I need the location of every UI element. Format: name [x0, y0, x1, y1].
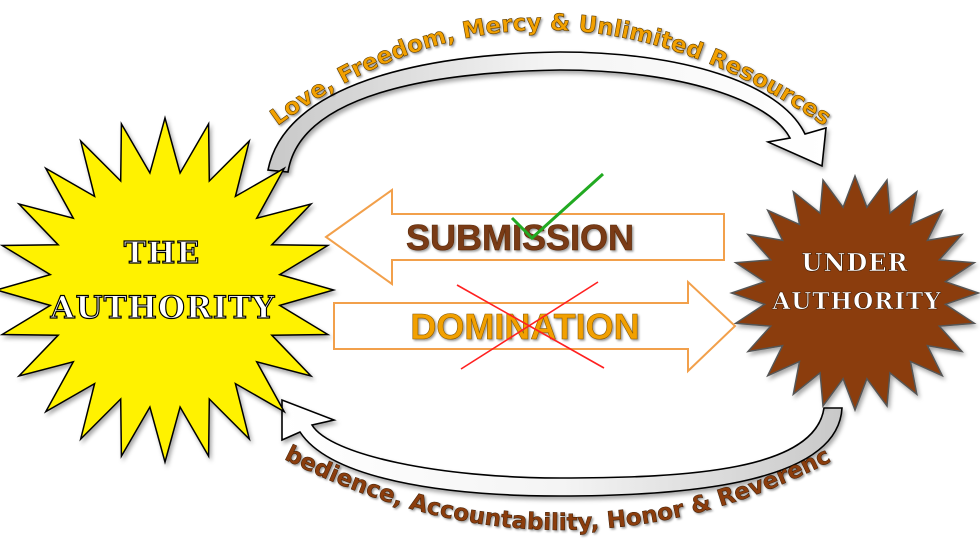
submission-arrow: SUBMISSION — [324, 172, 725, 286]
domination-arrow: DOMINATION — [333, 279, 737, 374]
submission-label: SUBMISSION — [406, 217, 634, 258]
domination-arrow-shape — [333, 279, 737, 374]
the-authority-star: THE AUTHORITY — [0, 115, 337, 465]
left-star-shape — [0, 115, 337, 465]
under-authority-star: UNDER AUTHORITY — [729, 173, 980, 413]
left-star-line2: AUTHORITY — [50, 290, 276, 326]
right-star-line2: AUTHORITY — [771, 288, 941, 315]
top-curved-arrow — [267, 51, 827, 173]
submission-arrow-shape — [324, 188, 725, 286]
right-star-shape — [729, 173, 980, 413]
cross-mark-icon — [456, 281, 605, 370]
domination-label: DOMINATION — [410, 306, 639, 347]
bottom-curved-arrow — [281, 398, 843, 497]
left-star-line1: THE — [124, 236, 201, 271]
right-star-line1: UNDER — [802, 248, 909, 277]
check-mark-icon — [510, 172, 605, 241]
